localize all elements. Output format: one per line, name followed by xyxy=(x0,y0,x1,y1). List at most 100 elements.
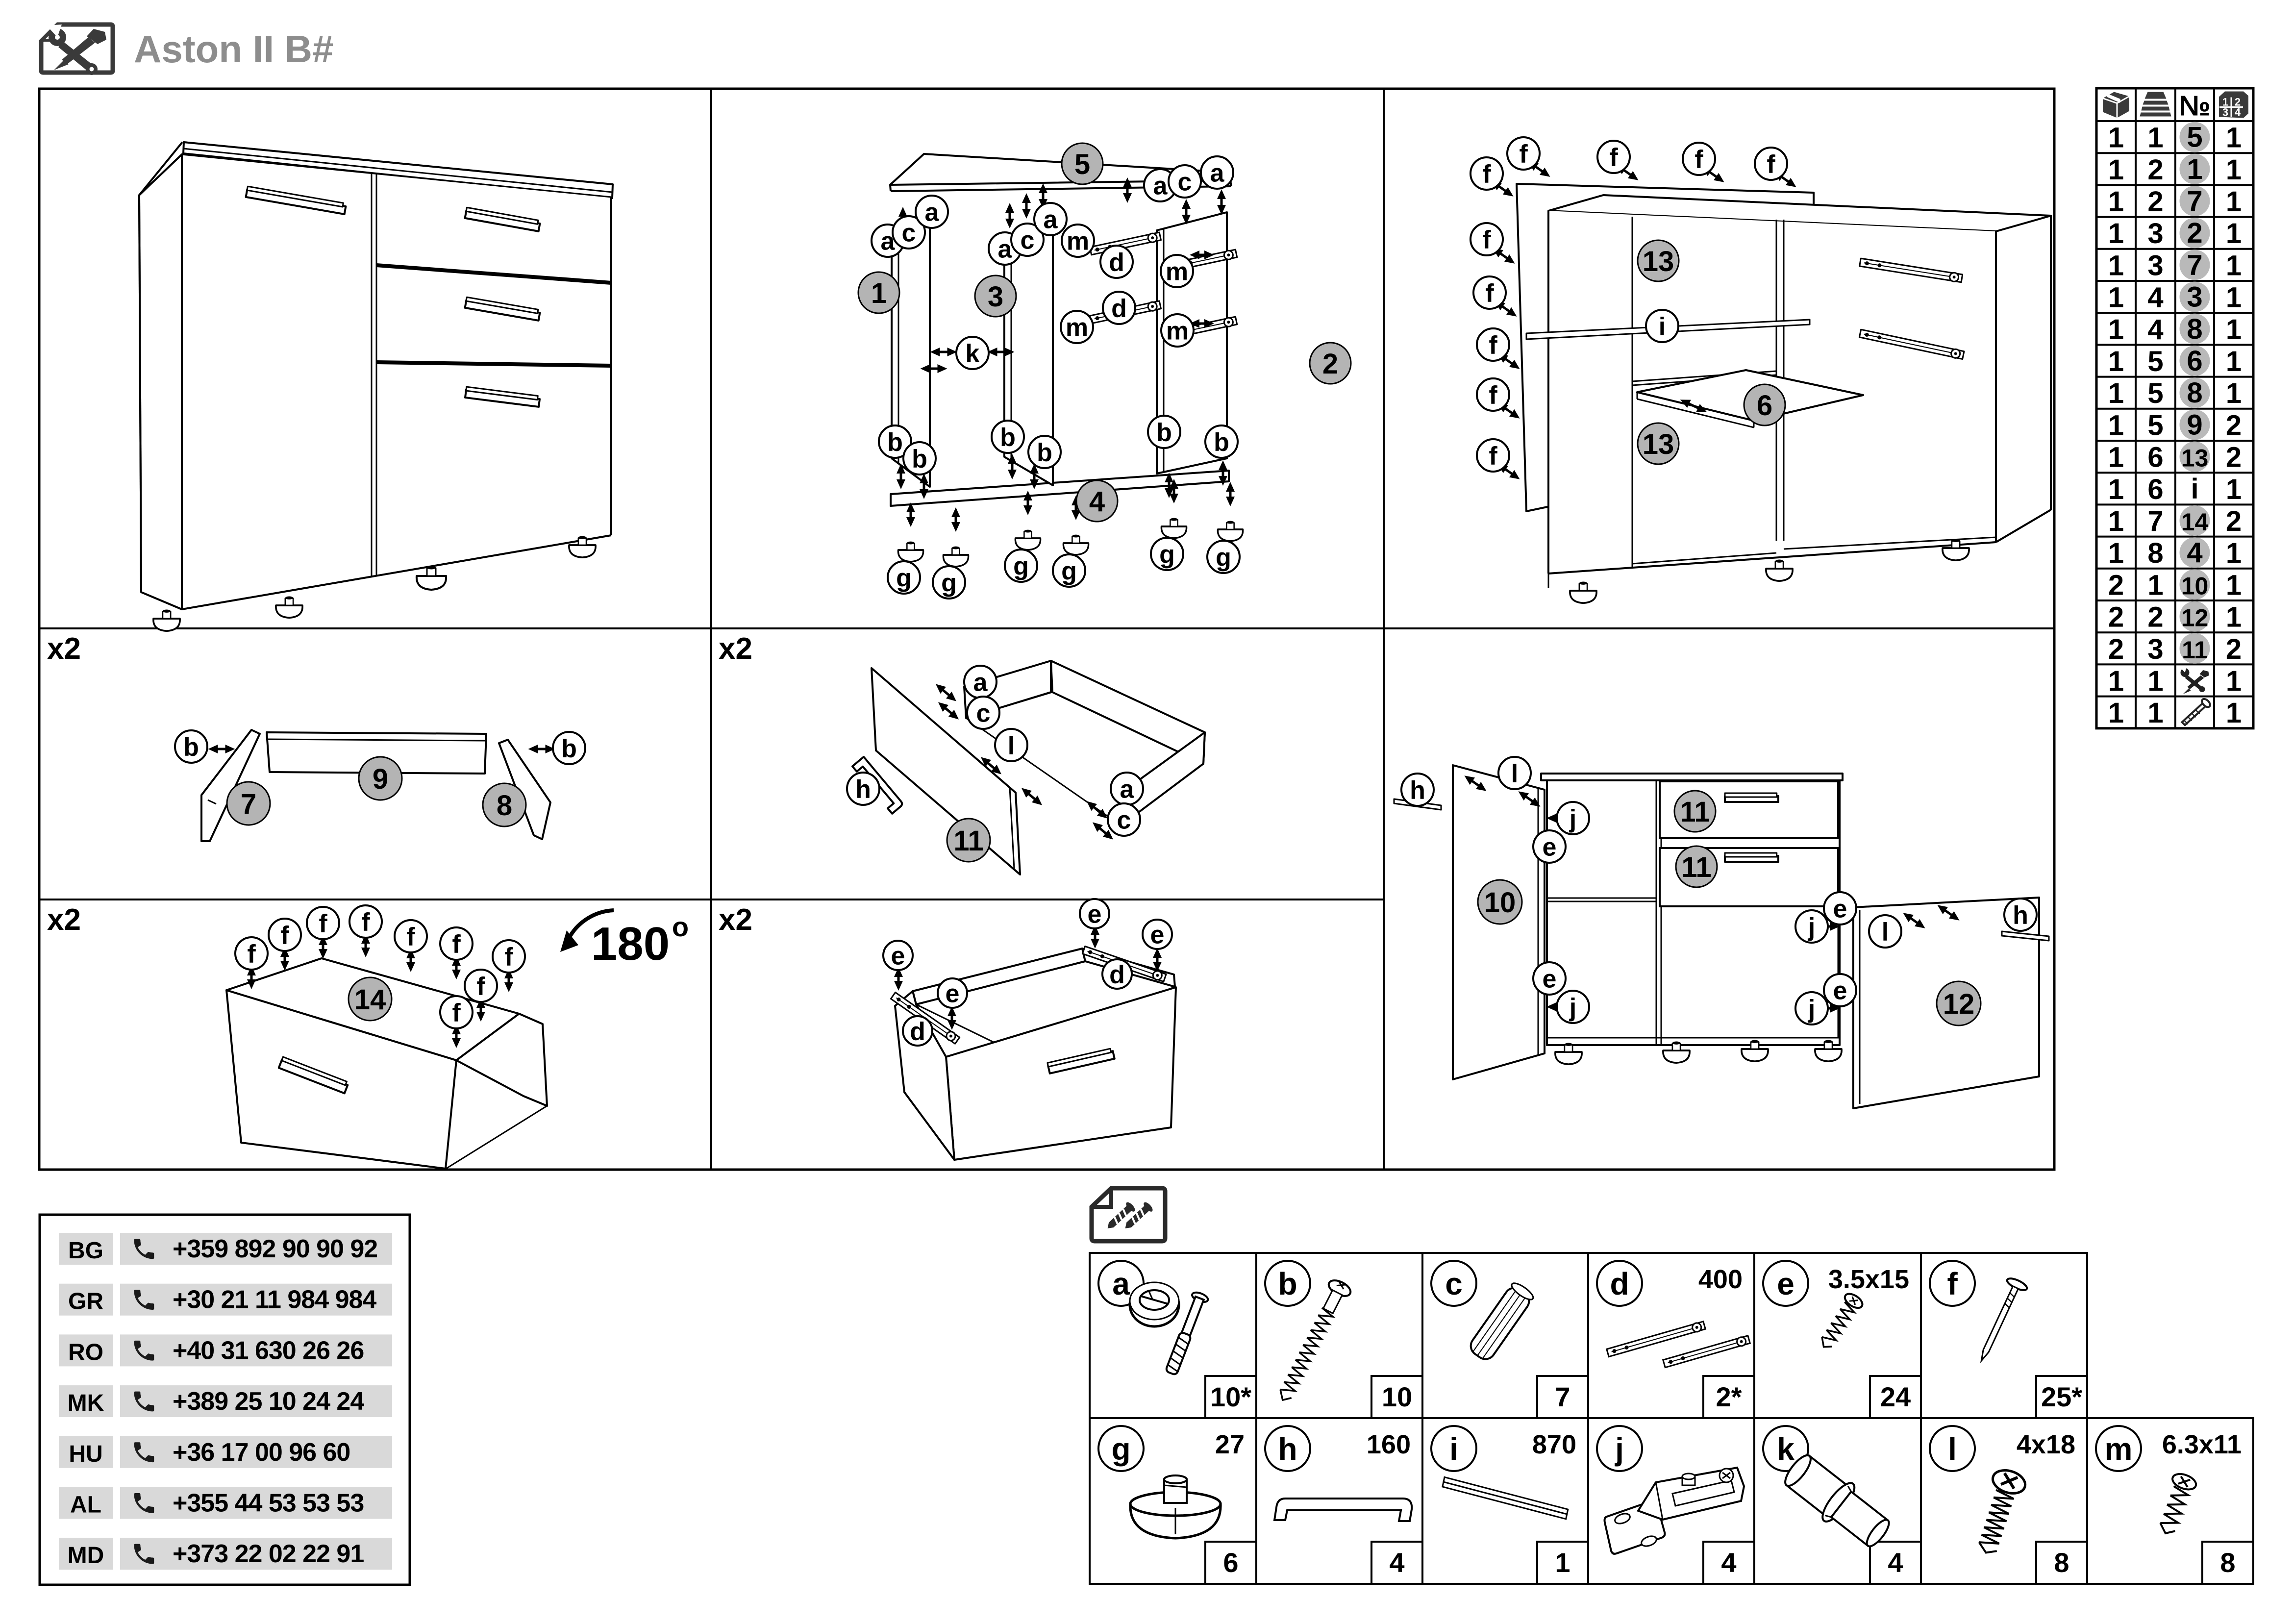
svg-text:1: 1 xyxy=(2108,314,2124,346)
svg-text:e: e xyxy=(891,942,905,971)
svg-text:2: 2 xyxy=(2147,601,2163,633)
svg-text:o: o xyxy=(672,911,689,942)
svg-text:2: 2 xyxy=(1322,348,1338,380)
svg-text:2: 2 xyxy=(2187,217,2202,249)
svg-text:l: l xyxy=(1948,1431,1957,1467)
svg-text:g: g xyxy=(1216,544,1231,572)
svg-text:1: 1 xyxy=(2226,697,2242,729)
svg-text:f: f xyxy=(476,973,485,1001)
svg-text:1: 1 xyxy=(2147,697,2163,729)
svg-text:c: c xyxy=(976,700,991,728)
svg-text:1: 1 xyxy=(2108,282,2124,314)
svg-text:1: 1 xyxy=(2226,569,2242,601)
svg-text:4: 4 xyxy=(1389,1547,1404,1578)
svg-text:f: f xyxy=(1947,1266,1958,1301)
svg-text:d: d xyxy=(1610,1266,1629,1301)
svg-text:400: 400 xyxy=(1698,1265,1743,1294)
svg-text:4x18: 4x18 xyxy=(2017,1430,2075,1459)
svg-text:e: e xyxy=(1833,977,1847,1005)
svg-text:1: 1 xyxy=(2108,505,2124,537)
svg-text:b: b xyxy=(561,735,577,763)
svg-text:e: e xyxy=(1088,900,1102,929)
svg-text:2: 2 xyxy=(2226,442,2242,474)
svg-text:10: 10 xyxy=(1382,1381,1412,1412)
svg-text:1: 1 xyxy=(2226,250,2242,281)
svg-text:f: f xyxy=(1489,442,1497,471)
svg-text:i: i xyxy=(2191,473,2198,505)
svg-text:1: 1 xyxy=(2226,218,2242,250)
svg-text:k: k xyxy=(966,340,980,368)
svg-text:3: 3 xyxy=(2147,250,2163,281)
svg-text:5: 5 xyxy=(2147,346,2163,377)
svg-text:f: f xyxy=(1482,160,1491,189)
svg-text:1: 1 xyxy=(2226,474,2242,505)
svg-text:g: g xyxy=(1111,1431,1130,1467)
svg-text:1: 1 xyxy=(2226,154,2242,186)
svg-text:4: 4 xyxy=(1089,486,1105,518)
svg-text:5: 5 xyxy=(2147,409,2163,441)
svg-text:1: 1 xyxy=(2147,569,2163,601)
svg-text:e: e xyxy=(1777,1266,1795,1301)
svg-text:b: b xyxy=(912,445,927,474)
svg-text:f: f xyxy=(280,922,289,950)
svg-text:1: 1 xyxy=(2226,537,2242,569)
svg-text:+355 44 53 53 53: +355 44 53 53 53 xyxy=(173,1489,364,1518)
svg-text:1: 1 xyxy=(2108,250,2124,281)
svg-text:4: 4 xyxy=(1721,1547,1736,1578)
svg-text:8: 8 xyxy=(2054,1547,2069,1578)
svg-text:d: d xyxy=(1109,961,1125,989)
svg-text:160: 160 xyxy=(1367,1430,1411,1459)
svg-text:8: 8 xyxy=(2147,537,2163,569)
svg-text:2: 2 xyxy=(2147,186,2163,218)
svg-text:j: j xyxy=(1569,994,1576,1022)
svg-text:HU: HU xyxy=(69,1441,102,1467)
svg-text:c: c xyxy=(902,219,916,248)
svg-text:1: 1 xyxy=(2108,665,2124,697)
svg-text:Aston II B#: Aston II B# xyxy=(134,27,333,71)
svg-text:f: f xyxy=(247,940,256,969)
svg-text:a: a xyxy=(925,199,940,227)
svg-text:f: f xyxy=(452,999,461,1027)
svg-text:j: j xyxy=(1808,913,1815,942)
svg-text:№: № xyxy=(2179,90,2211,122)
svg-text:3: 3 xyxy=(2222,106,2228,119)
svg-text:13: 13 xyxy=(1643,428,1674,460)
svg-text:1: 1 xyxy=(2108,537,2124,569)
svg-text:x2: x2 xyxy=(719,903,752,937)
svg-text:f: f xyxy=(1519,140,1528,169)
svg-text:7: 7 xyxy=(241,788,256,820)
svg-text:f: f xyxy=(1695,146,1703,174)
svg-text:a: a xyxy=(998,235,1013,264)
svg-text:1: 1 xyxy=(2226,314,2242,346)
svg-text:2: 2 xyxy=(2226,409,2242,441)
svg-text:5: 5 xyxy=(1074,149,1090,180)
svg-text:7: 7 xyxy=(2187,249,2202,281)
svg-text:d: d xyxy=(1109,249,1124,277)
svg-text:f: f xyxy=(1489,381,1497,410)
svg-text:b: b xyxy=(1037,439,1052,467)
svg-text:f: f xyxy=(406,923,415,951)
svg-text:+30 21 11 984 984: +30 21 11 984 984 xyxy=(173,1286,376,1314)
svg-text:GR: GR xyxy=(68,1289,103,1315)
svg-text:e: e xyxy=(1833,895,1847,924)
svg-text:b: b xyxy=(1156,419,1172,447)
svg-text:6: 6 xyxy=(2147,442,2163,474)
svg-text:9: 9 xyxy=(373,763,388,795)
svg-text:2: 2 xyxy=(2235,96,2241,108)
svg-text:f: f xyxy=(361,908,370,937)
svg-text:8: 8 xyxy=(2220,1547,2235,1578)
svg-text:e: e xyxy=(1543,965,1557,994)
svg-text:l: l xyxy=(1511,760,1518,788)
svg-text:13: 13 xyxy=(1643,246,1674,277)
svg-text:7: 7 xyxy=(2187,185,2202,217)
svg-text:g: g xyxy=(941,569,957,598)
svg-text:3: 3 xyxy=(2147,633,2163,665)
svg-text:m: m xyxy=(1166,258,1188,286)
svg-text:1: 1 xyxy=(2226,122,2242,154)
svg-text:b: b xyxy=(1278,1266,1297,1301)
svg-text:8: 8 xyxy=(2187,377,2202,409)
svg-text:g: g xyxy=(1061,557,1077,586)
svg-text:j: j xyxy=(1808,995,1815,1024)
svg-text:6: 6 xyxy=(2187,345,2202,377)
svg-text:b: b xyxy=(1000,424,1016,452)
